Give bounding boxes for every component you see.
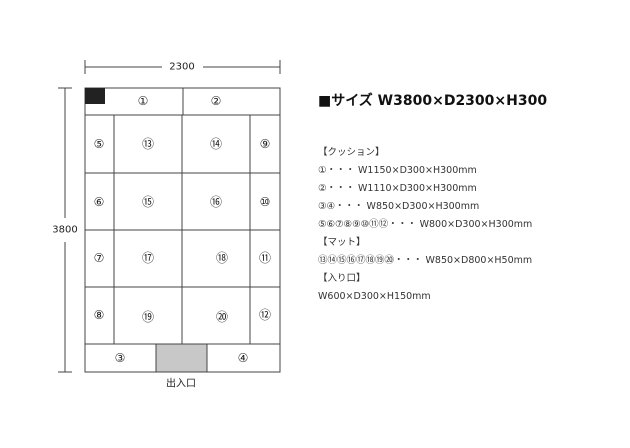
- section-header-mat: 【マット】: [318, 237, 366, 248]
- cushion-label-10: ⑩: [260, 195, 271, 209]
- mat-14: [181, 114, 251, 174]
- mat-18: [181, 229, 251, 288]
- section-header-entrance: 【入り口】: [318, 273, 366, 284]
- cushion-label-5: ⑤: [94, 137, 105, 151]
- cushion-label-11: ⑪: [259, 251, 271, 265]
- cushion-label-8: ⑧: [94, 308, 105, 322]
- cushion-label-7: ⑦: [94, 251, 105, 265]
- entrance-label: 出入口: [166, 377, 196, 390]
- cushion-label-4: ④: [238, 351, 249, 365]
- mat-label-20: ⑳: [216, 310, 228, 324]
- mat-label-14: ⑭: [210, 137, 222, 151]
- corner-block: [85, 88, 105, 104]
- spec-panel: ■サイズ W3800×D2300×H300 【クッション】 ①・・・ W1150…: [318, 90, 618, 306]
- mat-15: [113, 172, 183, 231]
- cushion-4: [206, 343, 281, 373]
- spec-line: ⑤⑥⑦⑧⑨⑩⑪⑫・・・ W800×D300×H300mm: [318, 219, 533, 230]
- spec-line: ①・・・ W1150×D300×H300mm: [318, 165, 477, 176]
- cushion-2: [182, 87, 281, 116]
- width-label: 2300: [169, 62, 194, 73]
- mat-label-16: ⑯: [210, 195, 222, 209]
- mat-19: [113, 286, 183, 345]
- entrance: [155, 343, 208, 373]
- spec-line: W600×D300×H150mm: [318, 291, 431, 302]
- spec-line: ②・・・ W1110×D300×H300mm: [318, 183, 477, 194]
- cushion-label-6: ⑥: [94, 195, 105, 209]
- cushion-10: [249, 172, 281, 231]
- cushion-label-3: ③: [115, 351, 126, 365]
- spec-line: ③④・・・ W850×D300×H300mm: [318, 201, 480, 212]
- spec-line: ⑬⑭⑮⑯⑰⑱⑲⑳・・・ W850×D800×H50mm: [318, 255, 533, 266]
- section-header-cushion: 【クッション】: [318, 147, 385, 158]
- spec-title: ■サイズ W3800×D2300×H300: [318, 93, 548, 109]
- cushion-label-2: ②: [211, 94, 222, 108]
- cushion-label-12: ⑫: [259, 308, 271, 322]
- cushion-11: [249, 229, 281, 288]
- cushion-label-1: ①: [138, 94, 149, 108]
- cushion-label-9: ⑨: [260, 137, 271, 151]
- mat-20: [181, 286, 251, 345]
- mat-label-15: ⑮: [142, 195, 154, 209]
- mat-label-18: ⑱: [216, 251, 228, 265]
- width-dimension: 2300: [84, 60, 281, 74]
- mat-label-19: ⑲: [142, 310, 154, 324]
- floor-plan-diagram: 2300 3800 ① ② ⑤ ⑥ ⑦ ⑧ ⑨ ⑩ ⑪ ⑫ ⑬ ⑭ ⑮ ⑯ ⑰ …: [52, 60, 281, 390]
- cushion-9: [249, 114, 281, 174]
- mat-label-17: ⑰: [142, 251, 154, 265]
- cushion-3: [84, 343, 157, 373]
- mat-label-13: ⑬: [142, 137, 154, 151]
- height-label: 3800: [52, 225, 77, 236]
- mat-17: [113, 229, 183, 288]
- height-dimension: 3800: [52, 87, 78, 373]
